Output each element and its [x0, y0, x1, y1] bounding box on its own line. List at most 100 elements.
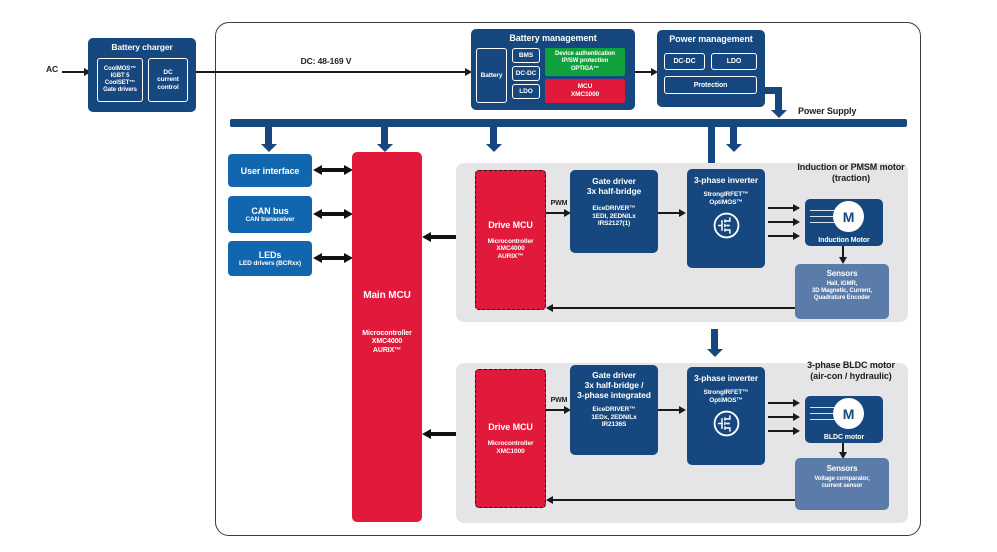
bm-to-pm-arrow	[635, 68, 658, 75]
user-interface-title: User interface	[240, 165, 300, 176]
motor1-sensors-arrow	[839, 246, 846, 264]
bldc-heading: 3-phase BLDC motor (air-con / hydraulic)	[807, 360, 895, 381]
sensors1-feedback-arrow	[546, 304, 795, 311]
sensors1-sub: Hall, iGMR, 3D Magnetic, Current, Quadra…	[812, 281, 872, 302]
phase2-arrow-a	[768, 399, 800, 406]
motor1-symbol: M	[833, 201, 864, 232]
battery-management-block: Battery management Battery BMS DC-DC LDO…	[471, 29, 635, 110]
can-bus-block: CAN bus CAN transceiver	[228, 196, 312, 233]
phase2-arrow-c	[768, 427, 800, 434]
inverter2-title: 3-phase inverter	[693, 373, 759, 383]
sensors1-block: Sensors Hall, iGMR, 3D Magnetic, Current…	[795, 264, 889, 319]
can-bus-sub: CAN transceiver	[245, 216, 295, 223]
motor1-winding-line	[810, 210, 836, 211]
motor2-block: M BLDC motor	[805, 396, 883, 443]
drive-mcu1-sub: Microcontroller XMC4000 AURIX™	[487, 237, 534, 260]
leds-mcu-arrow	[313, 253, 353, 263]
gate-driver1-sub: EiceDRIVER™ 1EDI, 2EDN/Lx IRS2127(1)	[592, 205, 636, 228]
inverter2-block: 3-phase inverter StrongIRFET™ OptiMOS™	[687, 367, 765, 465]
drive-mcu2-title: Drive MCU	[488, 421, 533, 432]
leds-sub: LED drivers (BCRxx)	[238, 260, 302, 267]
pwm2-arrow	[546, 406, 571, 413]
section-link-arrow	[706, 329, 723, 357]
sensors2-feedback-arrow	[546, 496, 795, 503]
phase1-arrow-a	[768, 204, 800, 211]
can-mcu-arrow	[313, 209, 353, 219]
inverter1-sub: StrongIRFET™ OptiMOS™	[703, 191, 749, 206]
dc-link-arrow	[196, 68, 472, 75]
pm-protection-box: Protection	[664, 76, 757, 94]
drive-mcu1-title: Drive MCU	[488, 219, 533, 230]
bm-dcdc-box: DC-DC	[512, 66, 540, 81]
rail-arrow-main-mcu	[376, 127, 393, 152]
gd2-inv2-arrow	[658, 406, 686, 413]
mosfet-icon	[713, 212, 740, 244]
ui-mcu-arrow	[313, 165, 353, 175]
gate-driver2-title: Gate driver 3x half-bridge / 3-phase int…	[577, 370, 651, 401]
gate-driver2-block: Gate driver 3x half-bridge / 3-phase int…	[570, 365, 658, 455]
phase1-arrow-c	[768, 232, 800, 239]
motor2-label: BLDC motor	[823, 434, 865, 441]
battery-charger-block: Battery charger CoolMOS™ IGBT 5 CoolSET™…	[88, 38, 196, 112]
battery-charger-title: Battery charger	[111, 42, 173, 52]
battery-management-title: Battery management	[509, 33, 597, 43]
traction-heading: Induction or PMSM motor (traction)	[797, 162, 905, 183]
gate-driver1-title: Gate driver 3x half-bridge	[586, 176, 642, 197]
sensors1-title: Sensors	[826, 269, 858, 278]
pwm2-label: PWM	[550, 397, 568, 404]
bms-box: BMS	[512, 48, 540, 63]
pwm1-label: PWM	[550, 200, 568, 207]
drive-mcu2-sub: Microcontroller XMC1000	[487, 439, 534, 455]
pwm1-arrow	[546, 209, 571, 216]
motor2-winding-line	[810, 407, 836, 408]
can-bus-title: CAN bus	[251, 206, 289, 216]
pm-ldo-box: LDO	[711, 53, 757, 70]
main-mcu-block: Main MCU Microcontroller XMC4000 AURIX™	[352, 152, 422, 522]
dc-link-label: DC: 48-169 V	[300, 56, 352, 66]
motor1-winding-line	[810, 216, 836, 217]
main-mcu-title: Main MCU	[363, 290, 411, 301]
gate-driver2-sub: EiceDRIVER™ 1EDx, 2EDN/Lx IR2136S	[591, 406, 637, 429]
power-management-title: Power management	[669, 34, 753, 44]
system-frame	[215, 22, 921, 536]
power-elbow-v-arrow	[770, 87, 787, 118]
motor1-winding-line	[810, 222, 836, 223]
power-elbow-h	[765, 87, 782, 94]
sensors2-sub: Voltage comparator, current sensor	[814, 476, 870, 490]
drive-mcu1-block: Drive MCU Microcontroller XMC4000 AURIX™	[475, 170, 546, 310]
gd1-inv1-arrow	[658, 209, 686, 216]
phase1-arrow-b	[768, 218, 800, 225]
user-interface-block: User interface	[228, 154, 312, 187]
pm-dcdc-box: DC-DC	[664, 53, 705, 70]
phase2-arrow-b	[768, 413, 800, 420]
motor2-winding-line	[810, 413, 836, 414]
rail-arrow-inverter	[725, 127, 742, 152]
inverter1-title: 3-phase inverter	[693, 175, 759, 185]
power-management-block: Power management DC-DC LDO Protection	[657, 30, 765, 107]
leds-block: LEDs LED drivers (BCRxx)	[228, 241, 312, 276]
main-mcu-sub: Microcontroller XMC4000 AURIX™	[362, 330, 412, 354]
mosfet-icon	[713, 410, 740, 442]
motor2-sensors-arrow	[839, 443, 846, 459]
rail-arrow-ui	[260, 127, 277, 152]
bm-mcu-box: MCU XMC1000	[545, 79, 625, 103]
power-supply-label: Power Supply	[798, 106, 857, 116]
battery-charger-dc-control: DC current control	[148, 58, 188, 102]
sensors2-block: Sensors Voltage comparator, current sens…	[795, 458, 889, 510]
battery-box: Battery	[476, 48, 507, 103]
motor2-winding-line	[810, 419, 836, 420]
motor2-symbol: M	[833, 398, 864, 429]
inverter2-sub: StrongIRFET™ OptiMOS™	[703, 389, 749, 404]
inverter1-block: 3-phase inverter StrongIRFET™ OptiMOS™	[687, 169, 765, 268]
rail-arrow-drive-section	[485, 127, 502, 152]
drive-mcu2-block: Drive MCU Microcontroller XMC1000	[475, 369, 546, 508]
motor1-label: Induction Motor	[818, 237, 870, 244]
bm-ldo-box: LDO	[512, 84, 540, 99]
sensors2-title: Sensors	[826, 464, 858, 473]
battery-charger-devices: CoolMOS™ IGBT 5 CoolSET™ Gate drivers	[97, 58, 143, 102]
power-supply-rail	[230, 119, 907, 127]
motor1-block: M Induction Motor	[805, 199, 883, 246]
gate-driver1-block: Gate driver 3x half-bridge EiceDRIVER™ 1…	[570, 170, 658, 253]
security-box: Device authentication IP/SW protection O…	[545, 48, 625, 76]
